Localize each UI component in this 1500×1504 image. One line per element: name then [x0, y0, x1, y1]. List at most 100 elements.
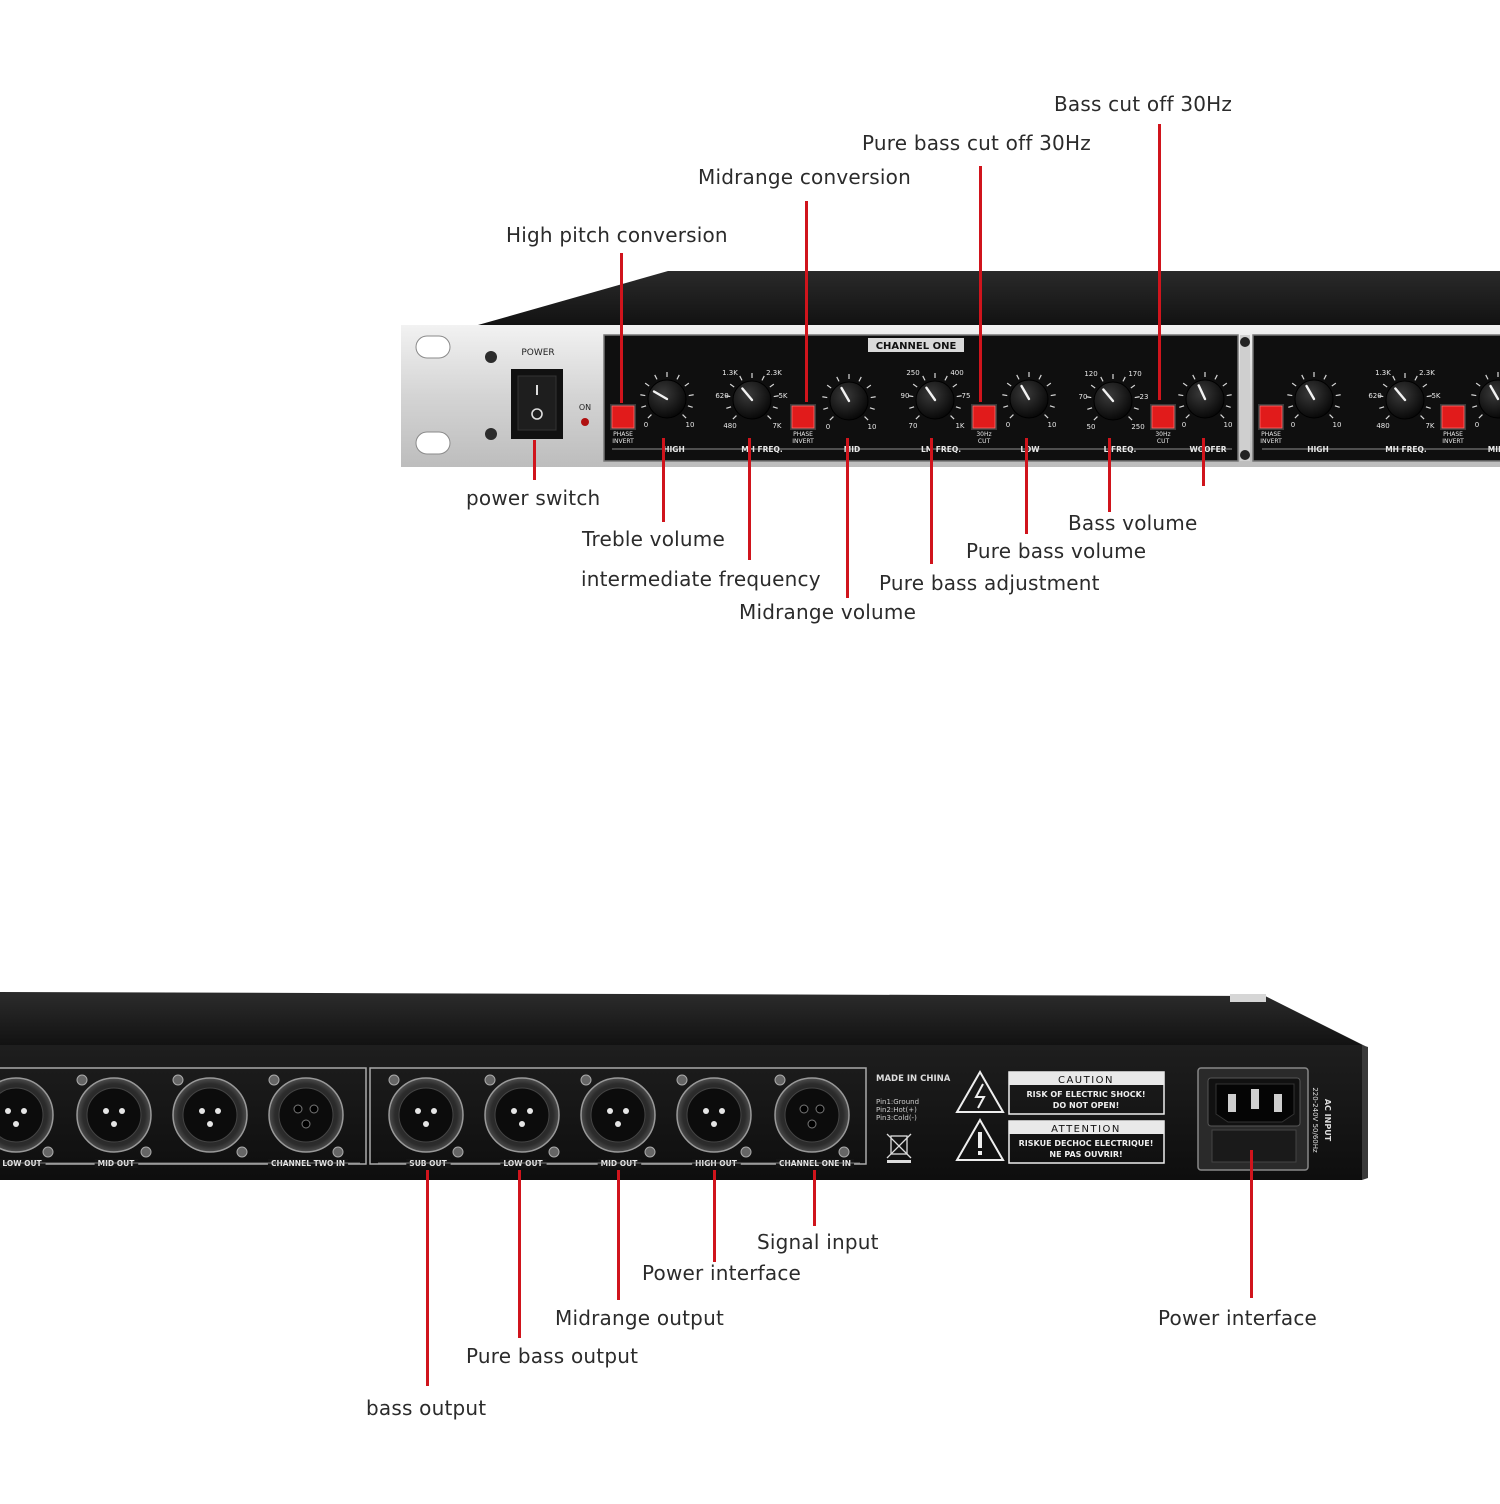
- scale-min-label: 0: [1291, 421, 1295, 429]
- scale-label: 5K: [778, 392, 787, 400]
- iec-pin: [1274, 1094, 1282, 1112]
- leader-power-switch: [533, 440, 536, 480]
- scale-label: 70: [909, 422, 918, 430]
- scale-label: 120: [1084, 370, 1097, 378]
- xlr-output-jack[interactable]: [580, 1074, 656, 1158]
- rear-port-label: MID OUT: [98, 1159, 136, 1168]
- rear-label-bg: [94, 1159, 139, 1168]
- section-label: LOW: [1020, 445, 1040, 454]
- attention-title: ATTENTION: [1051, 1124, 1121, 1135]
- scale-max-label: 10: [686, 421, 695, 429]
- xlr-output-jack[interactable]: [484, 1074, 560, 1158]
- power-label: POWER: [521, 348, 554, 358]
- rack-hole-top: [415, 335, 451, 359]
- rear-port-label: CHANNEL TWO IN: [271, 1159, 345, 1168]
- rear-side: [1362, 1045, 1368, 1180]
- xlr-output-jack[interactable]: [388, 1074, 464, 1158]
- rear-rack-ear: [1230, 994, 1266, 1002]
- on-label: ON: [579, 403, 591, 412]
- leader-power-interface-1: [713, 1170, 716, 1262]
- channel-two-panel: [1252, 334, 1500, 462]
- xlr-output-jack[interactable]: [0, 1075, 54, 1158]
- rear-port-label: MID OUT: [601, 1159, 639, 1168]
- scale-label: 1.3K: [722, 369, 738, 377]
- channel-two-connector-frame: [0, 1067, 367, 1165]
- leader-bass-volume: [1108, 438, 1111, 512]
- rear-label-bg: [267, 1159, 349, 1168]
- leader-high-pitch-conversion: [620, 253, 623, 403]
- button-label-line-2: CUT: [978, 438, 991, 445]
- callout-bass-cut-off: Bass cut off 30Hz: [1054, 92, 1233, 116]
- xlr-input-jack[interactable]: [268, 1074, 344, 1158]
- rack-hole-bottom: [415, 431, 451, 455]
- scale-label: 620: [1368, 392, 1381, 400]
- xlr-output-jack[interactable]: [172, 1074, 248, 1158]
- callout-midrange-conversion: Midrange conversion: [698, 165, 911, 189]
- callout-midrange-output: Midrange output: [555, 1306, 724, 1330]
- leader-pure-bass-cut-off: [979, 166, 982, 402]
- iec-pin: [1251, 1089, 1259, 1109]
- scale-label: 620: [715, 392, 728, 400]
- made-in-label: MADE IN CHINA: [876, 1074, 951, 1084]
- scale-label: 90: [901, 392, 910, 400]
- xlr-output-jack[interactable]: [76, 1074, 152, 1158]
- button-label-line-2: INVERT: [1260, 438, 1282, 445]
- rear-label-bg: [0, 1159, 46, 1168]
- attention-line-2: NE PAS OUVRIR!: [1049, 1150, 1122, 1159]
- scale-label: 1.3K: [1375, 369, 1391, 377]
- ch2-section-label: MH FREQ.: [1385, 445, 1427, 454]
- callout-signal-input: Signal input: [757, 1230, 879, 1254]
- iec-pin: [1228, 1094, 1236, 1112]
- leader-midrange-volume: [846, 438, 849, 598]
- scale-max-label: 10: [868, 423, 877, 431]
- rear-port-label: LOW OUT: [503, 1159, 543, 1168]
- ch2-section-label: MID: [1488, 445, 1500, 454]
- leader-pure-bass-adjustment: [930, 438, 933, 564]
- leader-midrange-conversion: [805, 201, 808, 402]
- scale-min-label: 0: [826, 423, 830, 431]
- section-label: LM FREQ.: [921, 445, 961, 454]
- rear-label-bg: [500, 1159, 547, 1168]
- button-label-line-1: 30Hz: [1155, 431, 1170, 438]
- button-label-line-2: INVERT: [1442, 438, 1464, 445]
- front-screw: [485, 428, 497, 440]
- scale-min-label: 0: [1182, 421, 1186, 429]
- section-label: HIGH: [663, 445, 685, 454]
- front-screw: [485, 351, 497, 363]
- power-switch-rocker[interactable]: [517, 375, 557, 431]
- rear-label-bg: [775, 1159, 855, 1168]
- fuse-drawer[interactable]: [1211, 1129, 1297, 1163]
- xlr-output-jack[interactable]: [676, 1074, 752, 1158]
- rear-label-bg: [692, 1159, 741, 1168]
- section-label: MH FREQ.: [741, 445, 783, 454]
- mid-knob[interactable]: 0 10: [822, 374, 876, 431]
- leader-intermediate-frequency: [748, 438, 751, 560]
- callout-treble-volume: Treble volume: [582, 527, 725, 551]
- ch2-mid-knob[interactable]: 010: [1471, 372, 1500, 429]
- front-chassis-top: [478, 271, 1500, 325]
- rear-port-label: HIGH OUT: [695, 1159, 738, 1168]
- front-screw: [1240, 337, 1250, 347]
- channel-divider: [1240, 335, 1250, 461]
- xlr-input-jack[interactable]: [774, 1074, 850, 1158]
- section-label: WOOFER: [1189, 445, 1226, 454]
- scale-label: 5K: [1431, 392, 1440, 400]
- ch2-section-label: HIGH: [1307, 445, 1329, 454]
